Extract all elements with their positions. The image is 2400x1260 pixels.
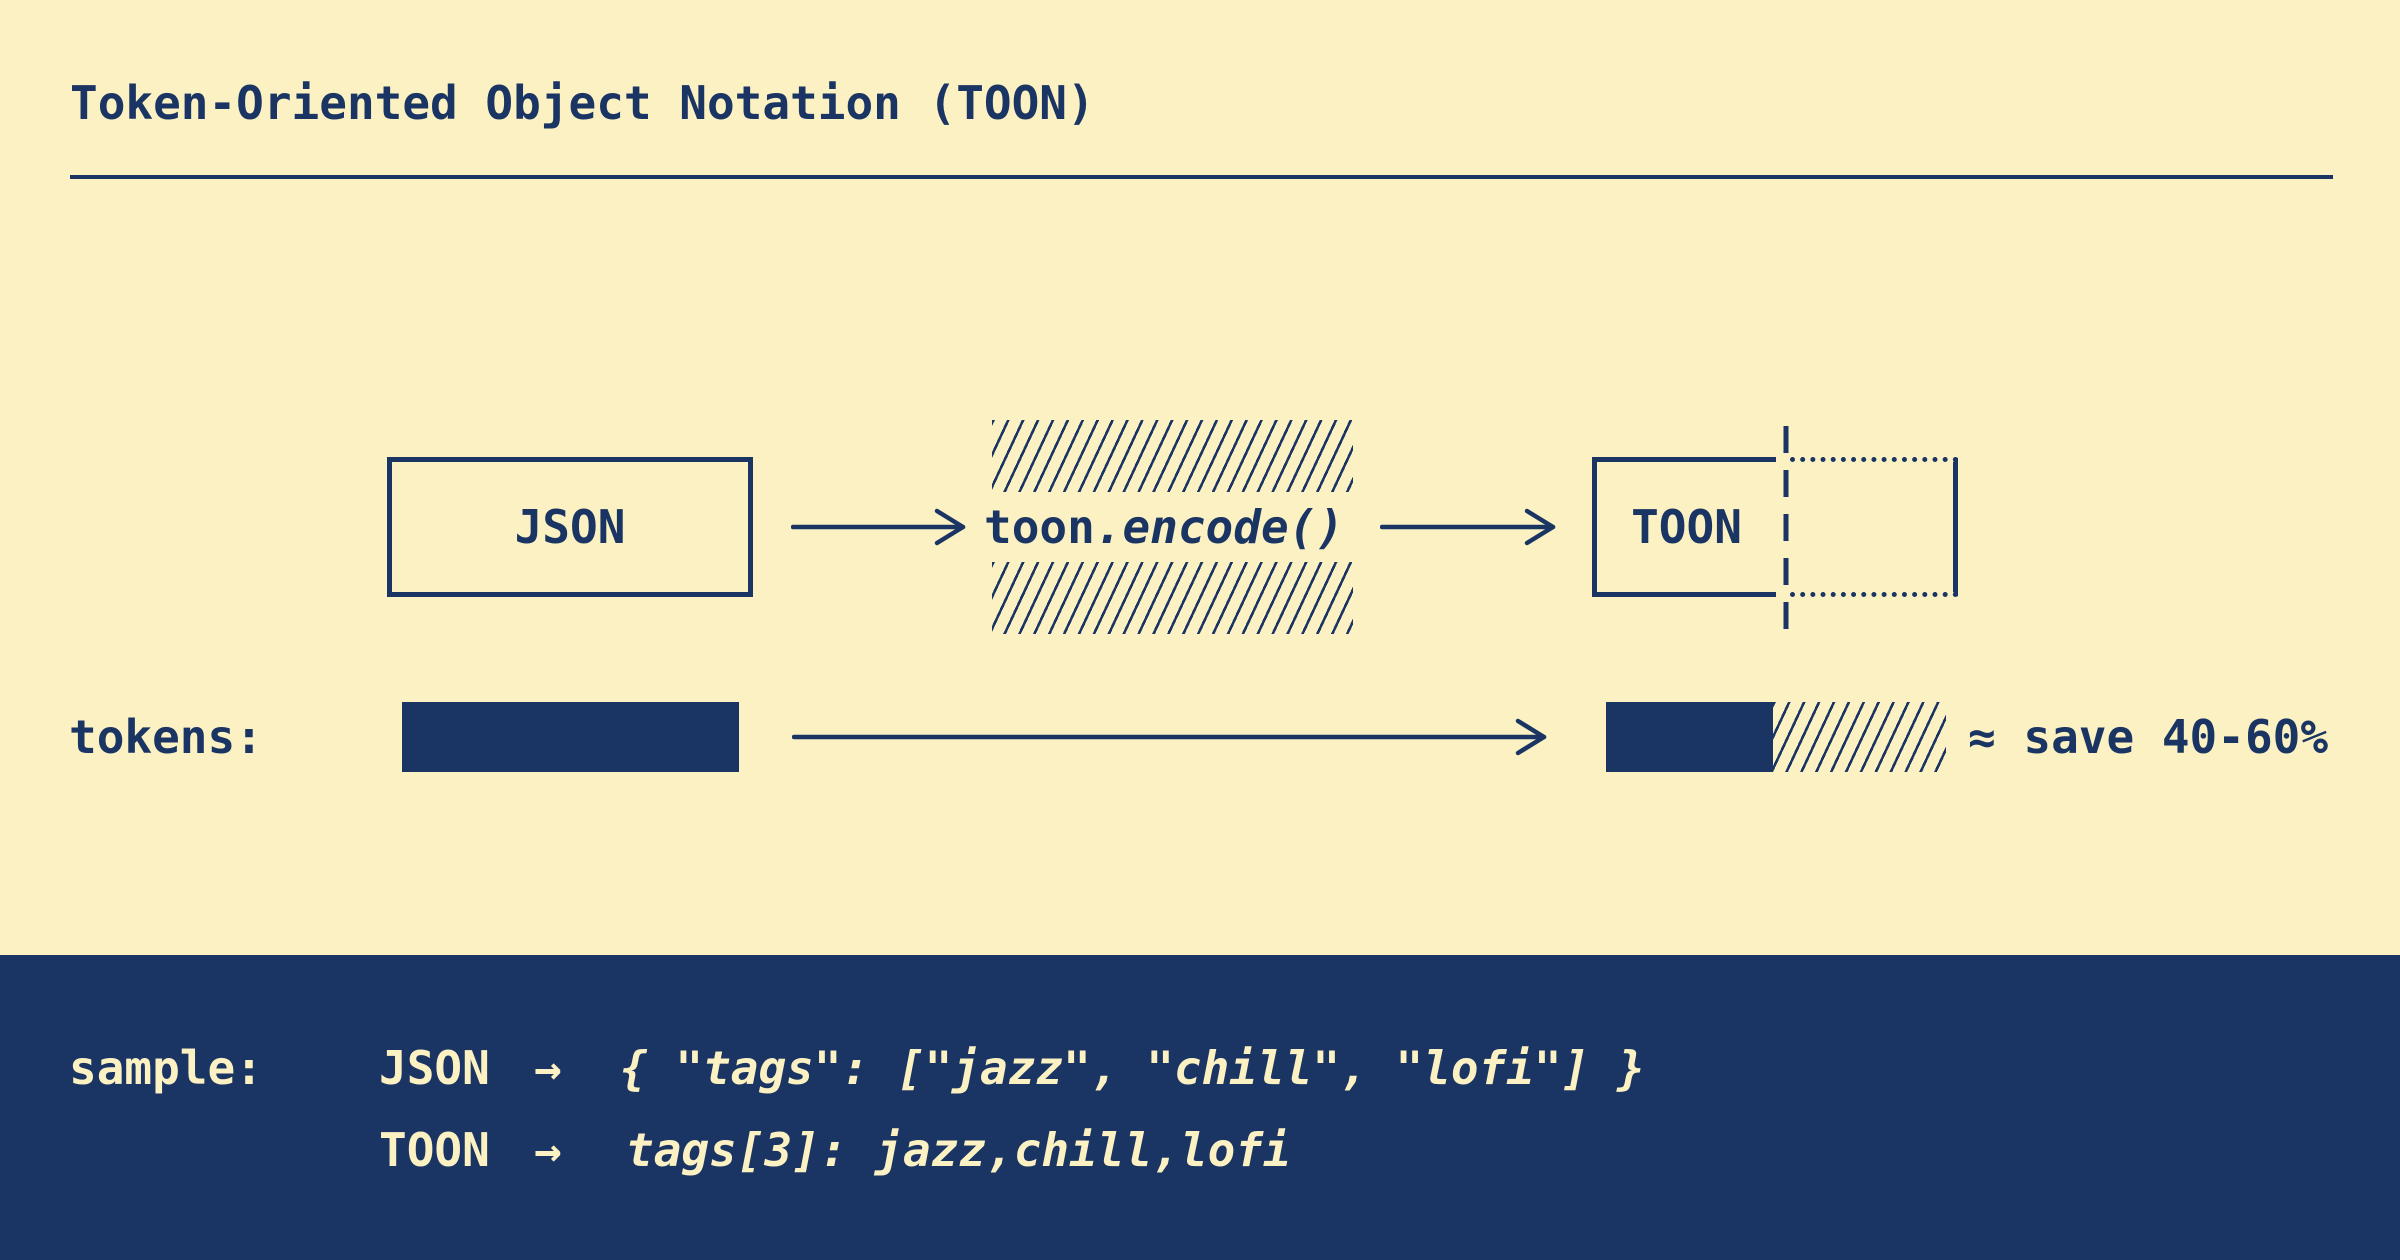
hatch-band-bottom bbox=[992, 562, 1353, 634]
savings-note: ≈ save 40-60% bbox=[1968, 710, 2329, 764]
saved-tokens-ghost-box bbox=[1790, 457, 1958, 597]
sample-row-json-arrow-icon: → bbox=[534, 1041, 562, 1095]
sample-row-toon-format: TOON bbox=[379, 1123, 490, 1177]
title-divider bbox=[70, 175, 2333, 179]
encode-call-label: toon.encode() bbox=[984, 499, 1344, 555]
tokens-label: tokens: bbox=[69, 710, 263, 764]
toon-box-label: TOON bbox=[1631, 500, 1742, 554]
sample-row-json-code: { "tags": ["jazz", "chill", "lofi"] } bbox=[620, 1041, 1645, 1095]
sample-row-toon-arrow-icon: → bbox=[534, 1123, 562, 1177]
savings-divider-line bbox=[1783, 426, 1789, 638]
toon-box: TOON bbox=[1592, 457, 1776, 597]
arrow-token-bars-icon bbox=[792, 718, 1547, 756]
json-box: JSON bbox=[387, 457, 753, 597]
toon-token-bar bbox=[1606, 702, 1773, 772]
sample-row-toon-code: tags[3]: jazz,chill,lofi bbox=[626, 1123, 1291, 1177]
arrow-encode-to-toon-icon bbox=[1380, 508, 1556, 546]
sample-section: sample: JSON → { "tags": ["jazz", "chill… bbox=[0, 955, 2400, 1260]
saved-token-bar bbox=[1773, 702, 1946, 772]
page-title: Token-Oriented Object Notation (TOON) bbox=[70, 76, 1095, 130]
sample-row-json-format: JSON bbox=[379, 1041, 490, 1095]
arrow-json-to-encode-icon bbox=[791, 508, 966, 546]
json-box-label: JSON bbox=[514, 500, 626, 554]
encode-call-plain: toon bbox=[984, 500, 1095, 554]
sample-label: sample: bbox=[69, 1041, 263, 1095]
encode-call-italic: .encode() bbox=[1094, 500, 1345, 554]
hatch-band-top bbox=[992, 420, 1353, 492]
json-token-bar bbox=[402, 702, 739, 772]
